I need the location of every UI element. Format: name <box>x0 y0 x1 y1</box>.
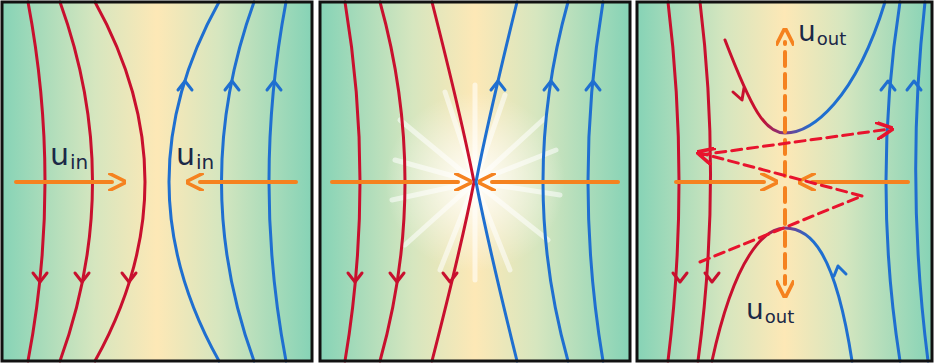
inflow-arrows <box>676 180 908 184</box>
velocity-subscript: in <box>70 152 88 172</box>
panel-ground <box>320 2 630 361</box>
velocity-subscript: in <box>196 152 214 172</box>
velocity-symbol: u <box>176 140 195 170</box>
velocity-symbol: u <box>50 140 69 170</box>
velocity-symbol: u <box>798 18 816 46</box>
velocity-subscript: out <box>817 30 846 48</box>
panel-ground <box>637 2 932 361</box>
velocity-symbol: u <box>746 296 764 324</box>
panel-ground <box>2 2 312 361</box>
inflow-arrows <box>16 180 296 184</box>
particle-paths <box>700 129 890 262</box>
outflow-arrows <box>783 42 787 284</box>
velocity-subscript: out <box>765 308 794 326</box>
inflow-arrows <box>332 180 618 184</box>
